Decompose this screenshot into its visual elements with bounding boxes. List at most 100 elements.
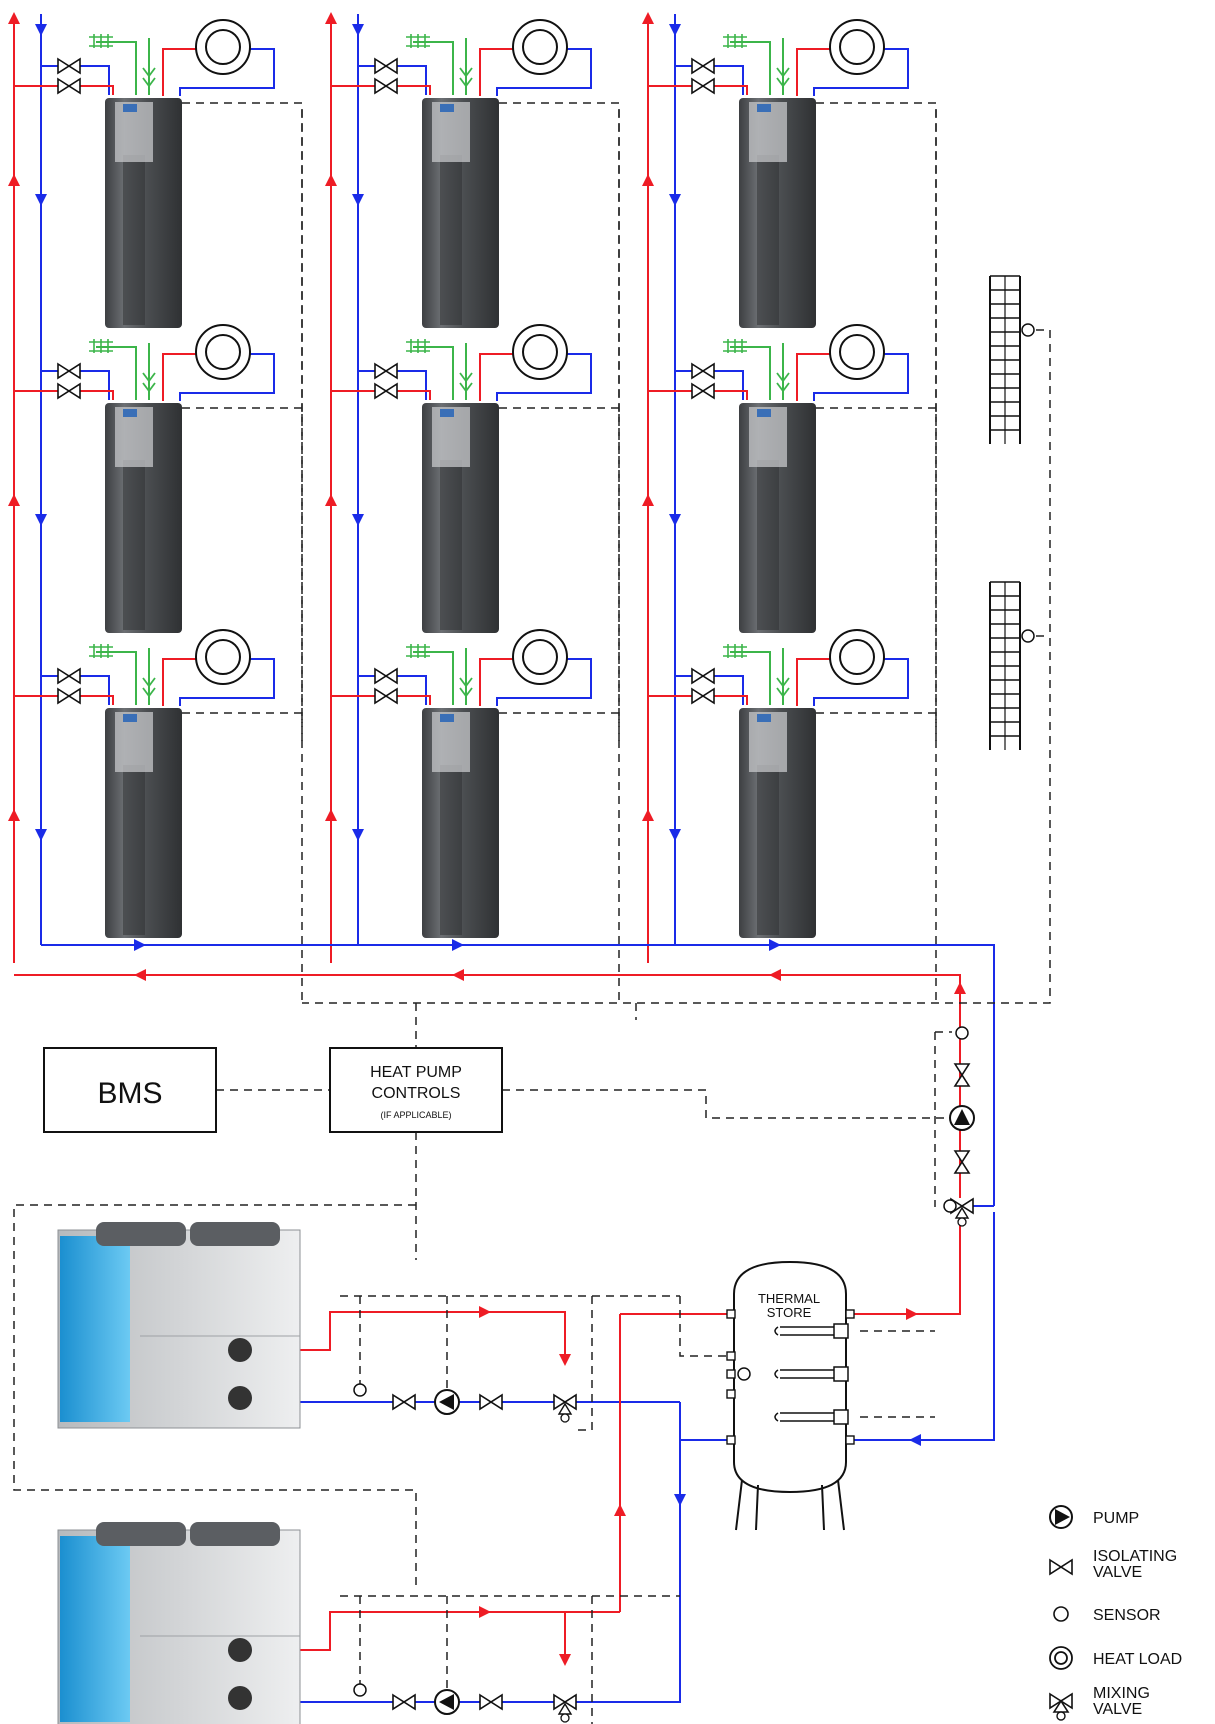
sensor-icon	[943, 1199, 957, 1213]
return-arrow	[134, 939, 146, 951]
heat-load-inner	[205, 29, 241, 65]
cylinder-badge	[757, 409, 771, 417]
cold-feed-manifold	[406, 644, 430, 658]
heat-load-flow	[796, 353, 832, 401]
sensor-icon	[737, 1367, 751, 1381]
cold-feed	[730, 346, 771, 400]
flow-arrow	[769, 969, 781, 981]
heat-load-icon	[195, 629, 251, 685]
flow-arrow	[325, 12, 337, 24]
cold-feed	[96, 651, 137, 705]
sensor-icon	[955, 1026, 969, 1040]
flow-branch	[14, 85, 114, 95]
cold-feed-manifold	[406, 339, 430, 353]
cold-feed-arrow	[142, 372, 156, 393]
unit-fan	[190, 1222, 280, 1246]
mixing-valve-actuator	[957, 1217, 967, 1227]
sensor-icon	[353, 1683, 367, 1697]
isolating-valve-icon	[374, 667, 398, 685]
cylinder-panel	[440, 460, 462, 630]
immersion-coil	[774, 1412, 836, 1422]
unit-coil	[60, 1236, 130, 1422]
unit-flow	[250, 1611, 566, 1660]
isolating-valve-icon	[691, 57, 715, 75]
unit-fan	[190, 1522, 280, 1546]
thermal-store-label-2: STORE	[767, 1305, 812, 1320]
control-wire	[572, 1296, 593, 1431]
radiator-icon	[989, 275, 1021, 444]
cold-feed	[413, 346, 454, 400]
return-arrow	[352, 829, 364, 841]
return-arrow	[669, 514, 681, 526]
return-header	[41, 944, 995, 1206]
return-arrow	[909, 1434, 921, 1446]
thermal-store-label-1: THERMAL	[758, 1291, 820, 1306]
flow-arrow	[559, 1354, 571, 1366]
cylinder-panel	[757, 155, 779, 325]
isolating-valve-icon	[691, 667, 715, 685]
immersion-heater	[833, 1409, 849, 1425]
isolating-valve-icon	[479, 1693, 503, 1711]
flow-arrow	[8, 12, 20, 24]
mixing-valve-icon	[1049, 1692, 1073, 1721]
heat-load-return	[179, 658, 275, 706]
cold-feed-arrow	[776, 372, 790, 393]
cylinder-panel	[123, 460, 145, 630]
thermal-store	[726, 1260, 855, 1531]
cylinder-badge	[440, 409, 454, 417]
control-wire	[502, 1089, 950, 1119]
heat-load-flow	[796, 658, 832, 706]
mixing-valve-actuator	[560, 1413, 570, 1423]
cold-feed-manifold	[723, 339, 747, 353]
cold-feed-manifold	[723, 34, 747, 48]
return-arrow	[352, 24, 364, 36]
store-port	[726, 1309, 736, 1319]
cylinder-panel	[440, 765, 462, 935]
sensor-icon	[353, 1383, 367, 1397]
sensor-icon	[1053, 1606, 1069, 1622]
heat-load-return	[813, 353, 909, 401]
control-wire	[816, 712, 937, 743]
heat-load-flow	[162, 658, 198, 706]
heat-load-icon	[829, 324, 885, 380]
cylinder-badge	[123, 409, 137, 417]
pump-icon	[949, 1105, 975, 1131]
immersion-heater	[833, 1366, 849, 1382]
isolating-valve-icon	[691, 687, 715, 705]
heat-pump-cylinder	[422, 98, 499, 328]
pump-arrow	[439, 1394, 454, 1410]
isolating-valve-icon	[374, 687, 398, 705]
return-arrow	[35, 24, 47, 36]
heat-pump-cylinder	[105, 98, 182, 328]
cold-feed-arrow	[776, 67, 790, 88]
store-port	[726, 1369, 736, 1379]
cold-feed-manifold	[406, 34, 430, 48]
flow-branch	[331, 695, 431, 705]
unit-coil	[60, 1536, 130, 1722]
pump-icon	[1049, 1505, 1073, 1529]
store-port	[726, 1351, 736, 1361]
legend-isolating-1: ISOLATING	[1093, 1548, 1177, 1565]
flow-arrow	[479, 1606, 491, 1618]
return-arrow	[352, 514, 364, 526]
heat-load-icon	[1049, 1646, 1073, 1670]
flow-branch	[14, 695, 114, 705]
store-return-out	[679, 1402, 727, 1441]
flow-arrow	[8, 494, 20, 506]
pipework	[8, 12, 995, 1703]
store-legs	[735, 1479, 845, 1531]
mixing-valve-body	[553, 1393, 577, 1411]
isolating-valve-icon	[374, 77, 398, 95]
cold-feed-arrow	[459, 677, 473, 698]
heat-load-return	[496, 48, 592, 96]
control-wire	[302, 329, 1051, 1004]
sensor-icon	[1021, 323, 1035, 337]
isolating-valve-icon	[374, 382, 398, 400]
isolating-valve-icon	[953, 1150, 971, 1174]
heat-load-icon	[829, 629, 885, 685]
isolating-valve-icon	[57, 382, 81, 400]
return-arrow	[352, 194, 364, 206]
heat-load-return	[813, 658, 909, 706]
unit-fan	[96, 1522, 186, 1546]
cold-feed-manifold	[723, 644, 747, 658]
